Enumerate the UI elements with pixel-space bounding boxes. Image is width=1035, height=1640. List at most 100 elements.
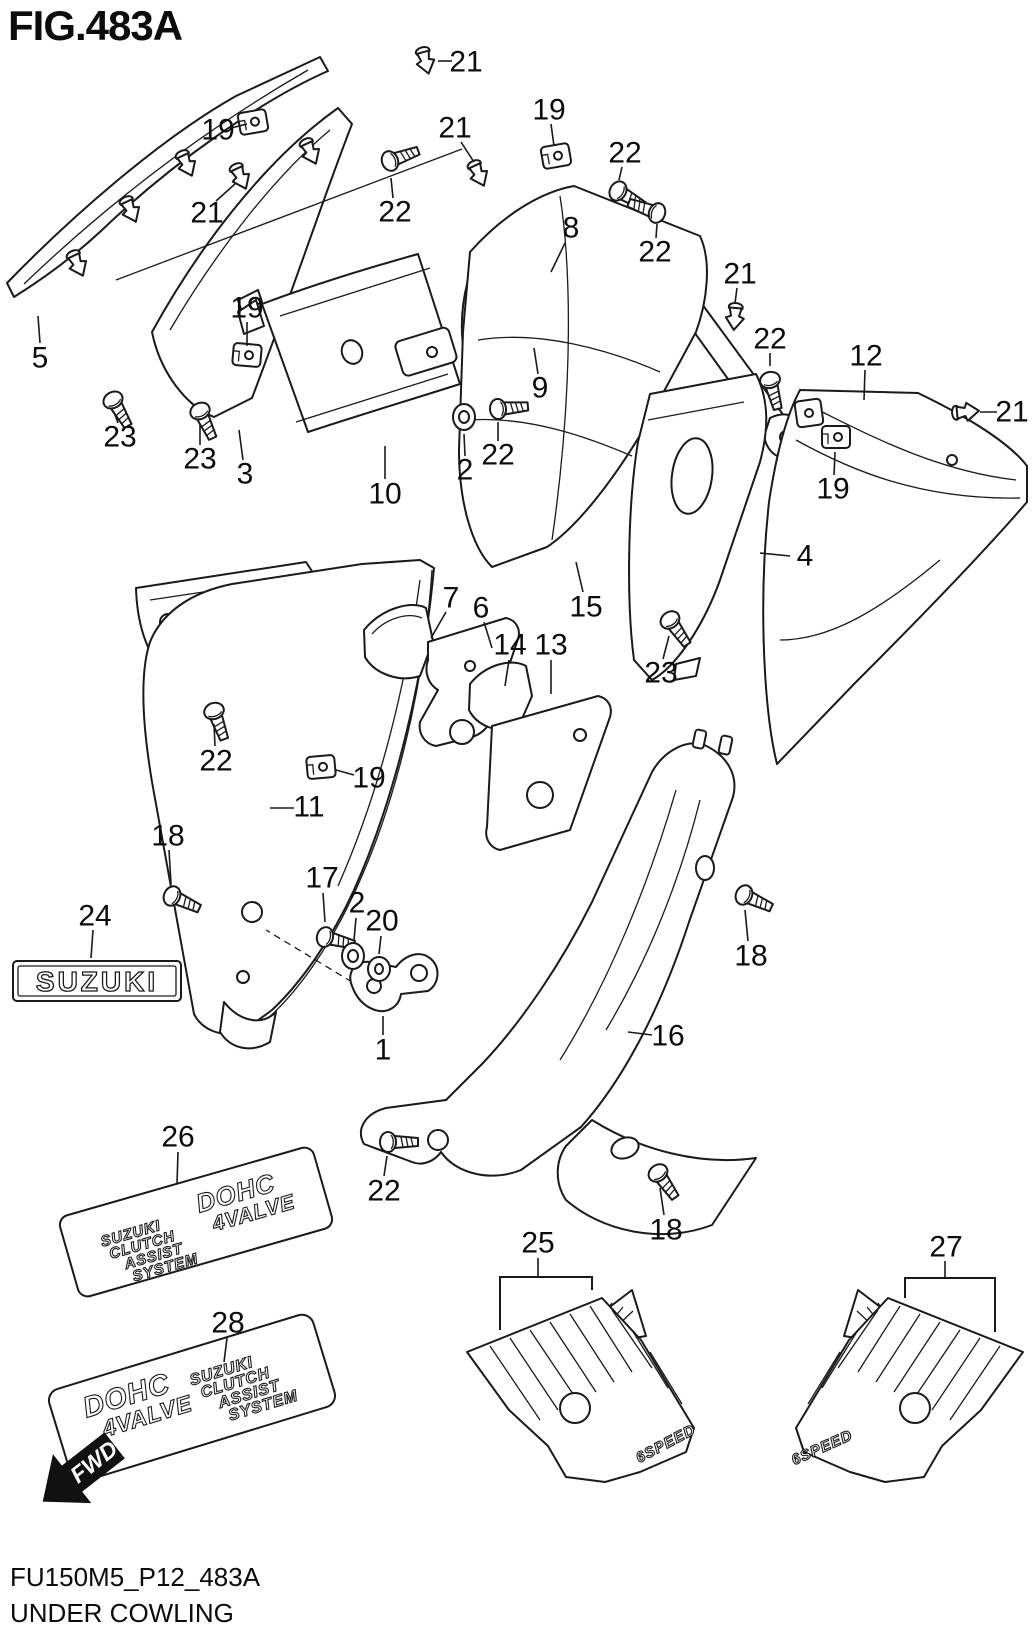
part-callout-18: 18 [649,1214,682,1247]
leader-line-22 [618,166,623,181]
part-callout-24: 24 [78,900,111,933]
part-callout-22: 22 [608,137,641,170]
part-callout-2: 2 [349,887,366,920]
part-callout-21: 21 [723,258,756,291]
part-callout-12: 12 [849,340,882,373]
part-12-right-cowl [762,389,1028,765]
callout-bracket-25 [499,1276,593,1330]
leader-line-19 [550,123,555,147]
leader-line-16 [627,1031,653,1036]
leader-line-26 [176,1151,179,1185]
leader-line-22 [213,723,216,747]
part-10-center-panel [237,253,461,433]
part-7-cushion [363,604,434,680]
part-4-inner-panel [628,373,768,681]
part-callout-20: 20 [365,905,398,938]
part-callout-13: 13 [534,629,567,662]
part-callout-19: 19 [201,114,234,147]
part-callout-14: 14 [493,629,526,662]
leader-line-28 [223,1337,228,1363]
decal-25-stripe: 6SPEED [466,1289,699,1483]
leader-line-3 [238,429,244,461]
leader-line-18 [659,1187,665,1216]
fastener-bracket [539,141,573,171]
part-callout-9: 9 [532,372,549,405]
leader-line-18 [744,909,749,942]
part-callout-7: 7 [443,582,460,615]
callout-bracket-27 [904,1277,996,1332]
leader-line-17 [322,892,326,923]
part-16-under-cowl [359,728,757,1236]
leader-line-5 [37,315,41,344]
leader-line-21 [460,141,475,163]
leader-line-9 [533,347,539,375]
part-callout-21: 21 [449,46,482,79]
leader-line-19 [335,769,355,776]
part-callout-22: 22 [367,1175,400,1208]
part-callout-27: 27 [929,1231,962,1264]
leader-line-7 [430,611,447,639]
part-callout-17: 17 [305,862,338,895]
part-3-inner-panel [115,107,463,418]
part-callout-10: 10 [368,478,401,511]
part-callout-21: 21 [438,112,471,145]
part-callout-2: 2 [457,454,474,487]
leader-line-20 [378,935,382,955]
part-callout-25: 25 [521,1227,554,1260]
leader-line-24 [90,929,94,959]
part-14-cushion [468,661,533,731]
part-callout-8: 8 [563,212,580,245]
part-6-plate [418,617,520,747]
part-callout-21: 21 [190,197,223,230]
part-callout-23: 23 [183,443,216,476]
part-callout-23: 23 [103,421,136,454]
part-callout-21: 21 [995,396,1028,429]
fastener-grommet [341,942,365,970]
leader-line-18 [168,849,172,885]
fastener-screw [378,140,423,175]
part-callout-22: 22 [199,745,232,778]
leader-line-21 [734,287,738,304]
part-callout-6: 6 [473,592,490,625]
part-callout-4: 4 [797,540,814,573]
suzuki-emblem-text: SUZUKI [36,966,158,997]
fastener-bracket [305,753,337,781]
fastener-clip [411,44,439,77]
part-callout-22: 22 [378,196,411,229]
leader-line-15 [575,561,584,593]
leader-line-19 [230,123,248,129]
leader-line-14 [504,659,510,687]
fastener-clip [723,301,747,332]
part-11-left-cowl [135,559,435,1050]
part-callout-19: 19 [532,94,565,127]
part-callout-26: 26 [161,1121,194,1154]
leader-line-12 [863,369,866,401]
part-callout-28: 28 [211,1307,244,1340]
figure-title: FIG.483A [8,2,183,49]
leader-line-21 [215,183,236,202]
fastener-bracket [821,425,851,449]
fastener-axis-line [115,148,463,281]
part-callout-19: 19 [352,762,385,795]
fastener-bracket [236,107,270,137]
leader-line-8 [550,242,566,273]
part-callout-16: 16 [651,1020,684,1053]
leader-line-23 [113,411,119,424]
leader-line-6 [483,621,493,649]
part-callout-11: 11 [293,791,324,824]
part-callout-15: 15 [569,591,602,624]
figure-caption: UNDER COWLING [10,1598,234,1628]
fastener-bracket [231,341,263,369]
fastener-washer [367,956,391,982]
part-callout-19: 19 [230,292,263,325]
leader-line-22 [390,177,394,199]
decal-26-cas: DOHC 4VALVE SUZUKI CLUTCH ASSIST SYSTEM [58,1146,334,1298]
decal-28-cas: DOHC 4VALVE SUZUKI CLUTCH ASSIST SYSTEM [47,1313,337,1483]
part-callout-3: 3 [237,458,254,491]
fastener-clip [463,156,494,191]
leader-line-2 [463,433,466,457]
part-callout-18: 18 [151,820,184,853]
